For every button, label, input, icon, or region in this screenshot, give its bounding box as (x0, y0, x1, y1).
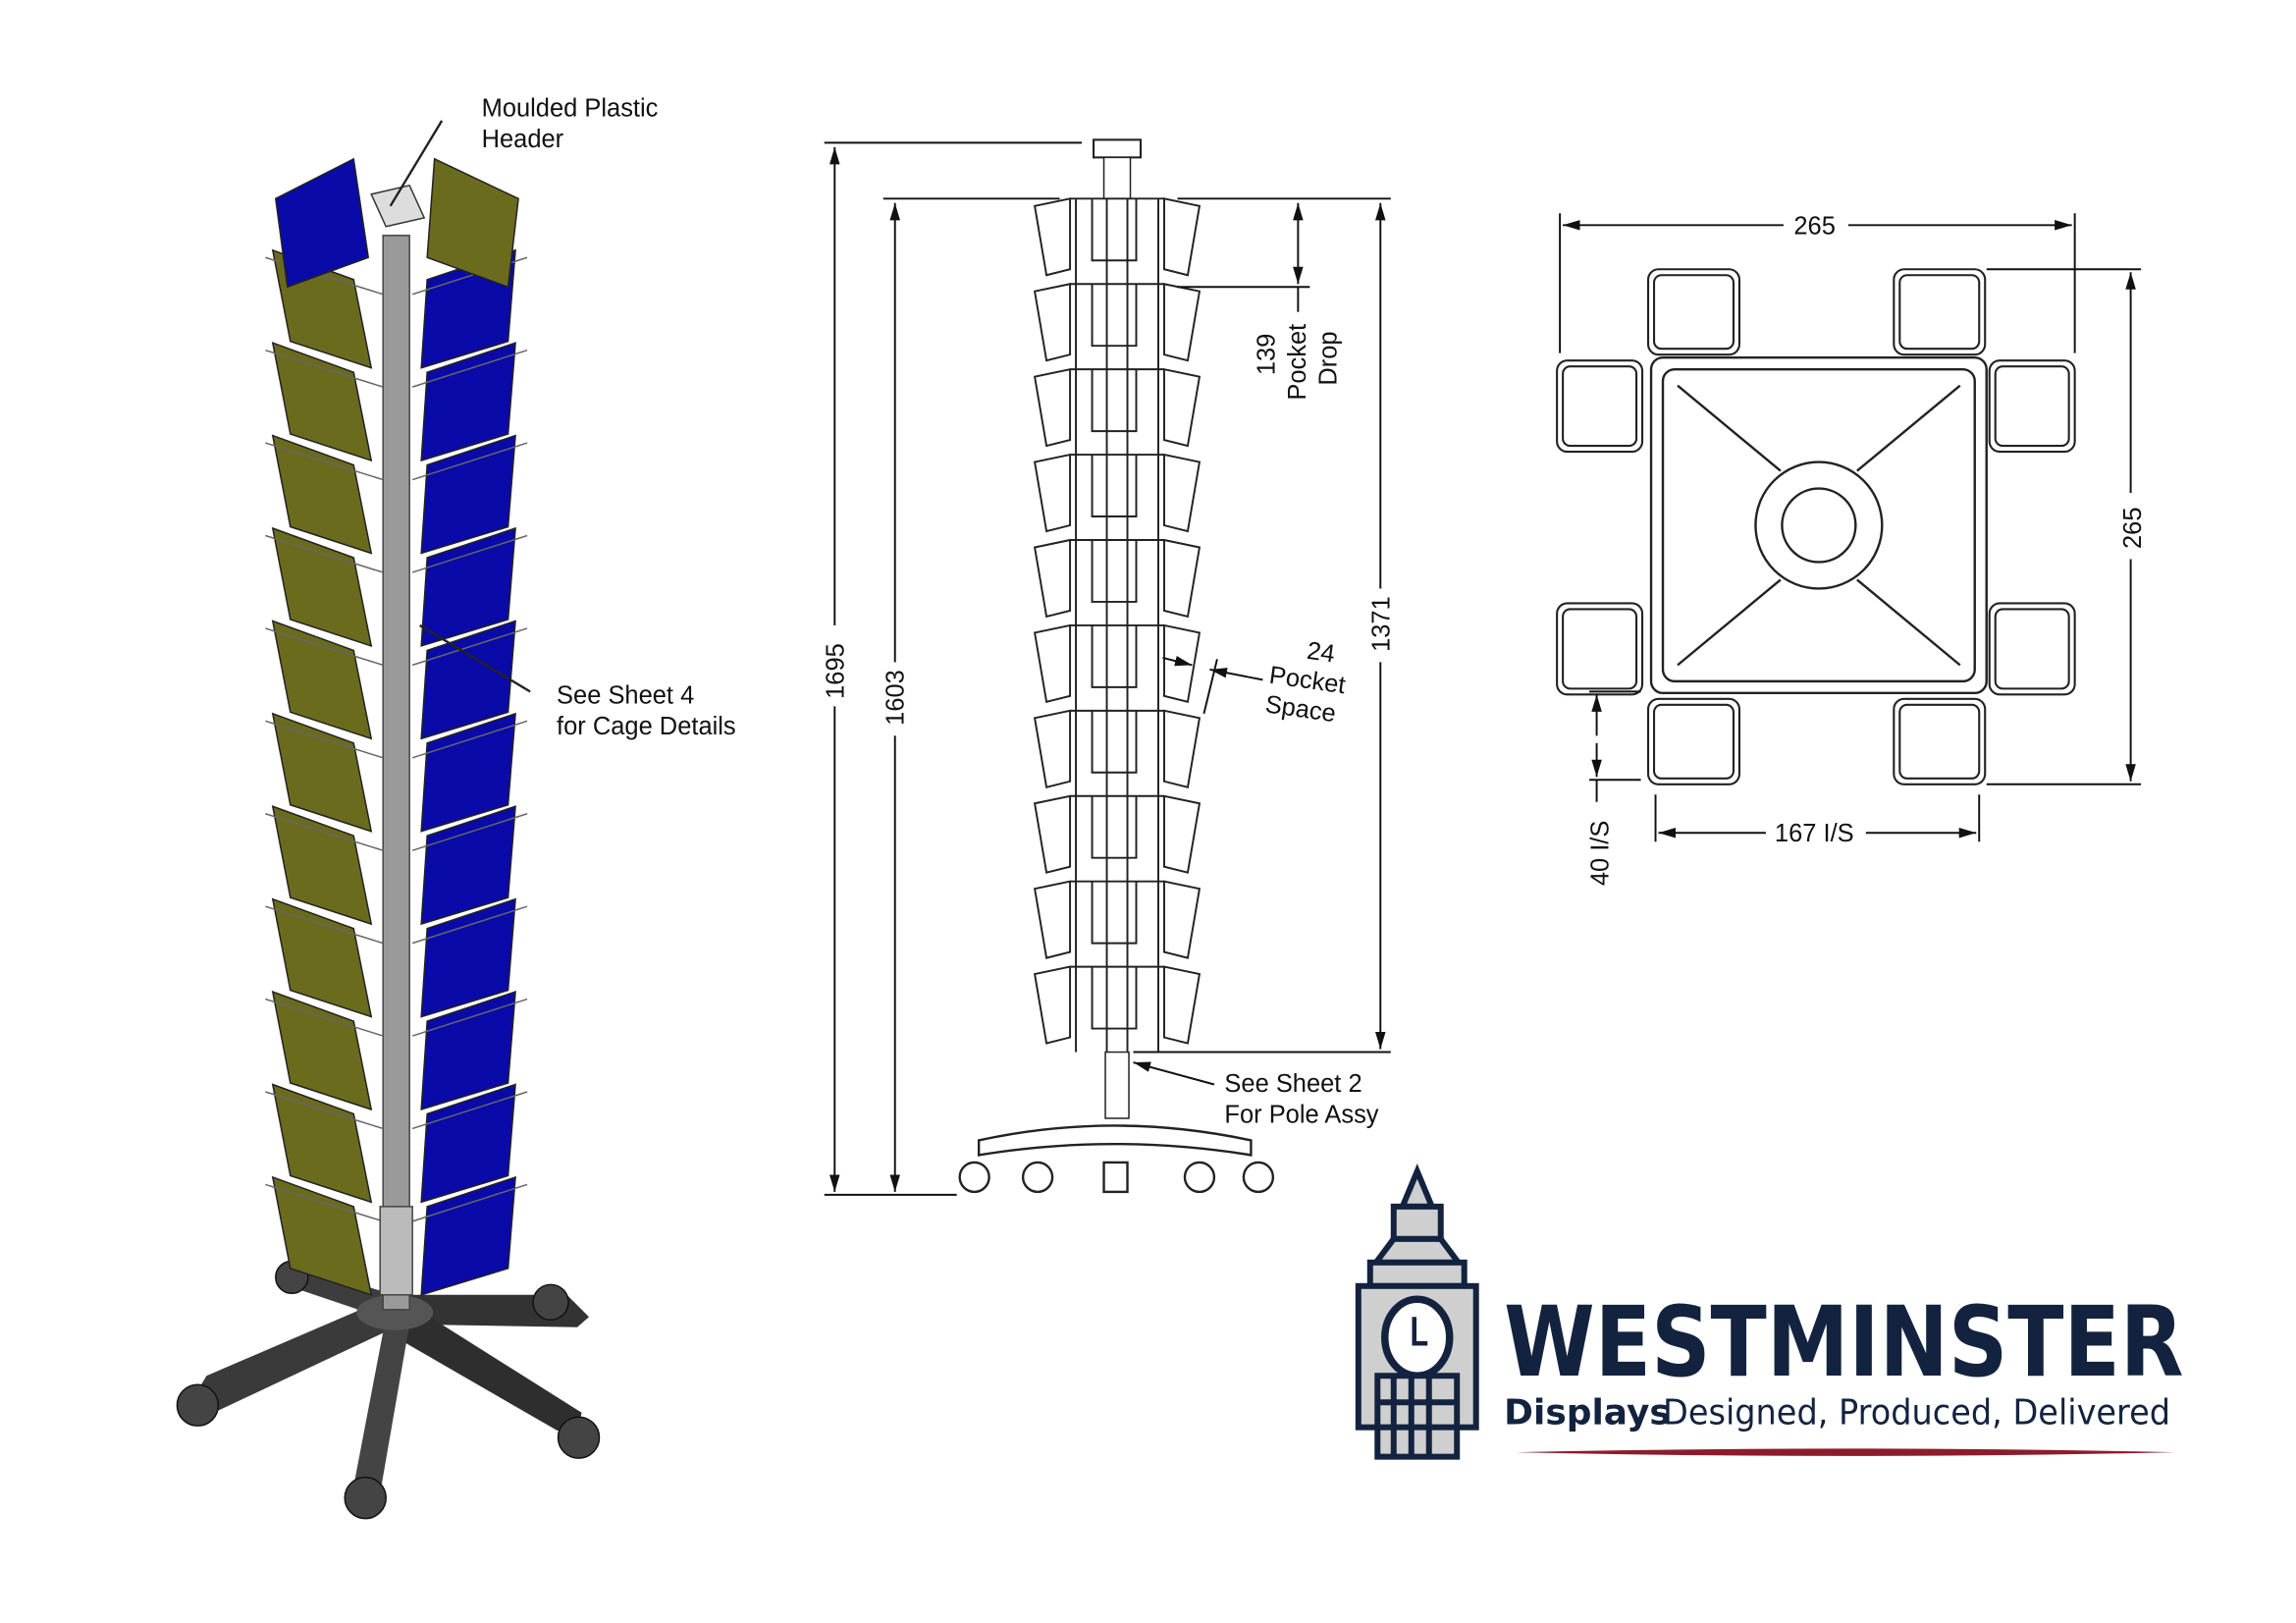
iso-pocket (265, 805, 528, 926)
pocket-tier (1033, 965, 1201, 1053)
header-label: Moulded Plastic (482, 94, 659, 122)
iso-pocket (265, 1175, 528, 1296)
pocket-tier (1033, 367, 1201, 456)
moulded-header (370, 184, 426, 228)
caster-icon (532, 1283, 569, 1322)
pocket-tier (1033, 794, 1201, 882)
dim-1371: 1371 (1367, 596, 1395, 652)
isometric-view: Moulded Plastic Header See Sheet 4 for C… (176, 94, 736, 1520)
pocket-tier (1033, 283, 1201, 370)
pole (382, 235, 410, 1311)
pocket-tier (1033, 709, 1201, 796)
big-ben-icon (1355, 1163, 1479, 1460)
iso-pocket-stack (265, 157, 528, 1296)
dim-plan-depth: 265 (2119, 507, 2147, 549)
caster-icon (1183, 1161, 1216, 1194)
dim-1695: 1695 (822, 643, 849, 699)
plan-pocket (1988, 602, 2076, 696)
caster-icon (344, 1476, 387, 1520)
header-label: Header (482, 126, 564, 153)
pole-assy-label: See Sheet 2 (1224, 1070, 1362, 1098)
caster-icon (1242, 1161, 1275, 1194)
plan-pocket (1646, 697, 1741, 785)
spinner-base (176, 1260, 601, 1520)
iso-pocket (265, 712, 528, 833)
caster-icon (1102, 1161, 1129, 1194)
iso-pocket (265, 897, 528, 1018)
iso-pocket (265, 342, 528, 462)
pocket-tier (1033, 880, 1201, 967)
pole-assy-label: For Pole Assy (1224, 1101, 1378, 1128)
pocket-drop-label: Drop (1314, 331, 1342, 385)
plan-pocket (1893, 268, 1987, 356)
iso-pocket (265, 1083, 528, 1204)
brand-tagline: Designed, Produced, Delivered (1663, 1393, 2170, 1434)
plan-pocket (1556, 359, 1644, 454)
cage-details-label: See Sheet 4 (557, 681, 694, 709)
dim-inner-depth: 40 I/S (1587, 821, 1615, 887)
iso-pocket (265, 620, 528, 740)
elevation-view: 1695 1603 1371 139 Pocket Drop 24 Pocket… (820, 138, 1395, 1196)
plan-pockets (1556, 268, 2076, 785)
plan-pocket (1893, 697, 1987, 785)
dim-inner-width: 167 I/S (1775, 820, 1854, 847)
elevation-pocket-stack (1033, 197, 1201, 1053)
brand-sub: Displays (1504, 1393, 1671, 1434)
caster-icon (1021, 1161, 1054, 1194)
iso-pocket (265, 990, 528, 1111)
pocket-tier (1033, 453, 1201, 541)
red-underline (1516, 1448, 2175, 1456)
pocket-space-value: 24 (1306, 637, 1337, 669)
westminster-logo: WESTMINSTER Displays Designed, Produced,… (1355, 1163, 2184, 1460)
iso-pocket (265, 434, 528, 555)
plan-pocket (1646, 268, 1741, 356)
iso-pocket (265, 526, 528, 648)
pocket-tier (1033, 623, 1201, 711)
iso-top-pocket (274, 157, 370, 289)
elevation-base (958, 1124, 1275, 1194)
plan-view: 265 265 167 I/S 40 I/S (1556, 212, 2147, 887)
pocket-tier (1033, 197, 1201, 285)
plan-pocket (1988, 359, 2076, 454)
caster-icon (958, 1161, 990, 1194)
caster-icon (176, 1383, 220, 1427)
dim-plan-width: 265 (1793, 212, 1836, 240)
pole-header (1093, 138, 1143, 159)
iso-top-pocket (426, 157, 519, 289)
plan-pocket (1556, 602, 1644, 696)
pocket-drop-label: Pocket (1284, 324, 1311, 401)
cage-details-label: for Cage Details (557, 713, 736, 740)
pocket-tier (1033, 538, 1201, 625)
pocket-drop-value: 139 (1253, 334, 1280, 376)
caster-icon (557, 1416, 601, 1459)
dim-1603: 1603 (882, 670, 910, 726)
brand-name: WESTMINSTER (1504, 1286, 2183, 1399)
